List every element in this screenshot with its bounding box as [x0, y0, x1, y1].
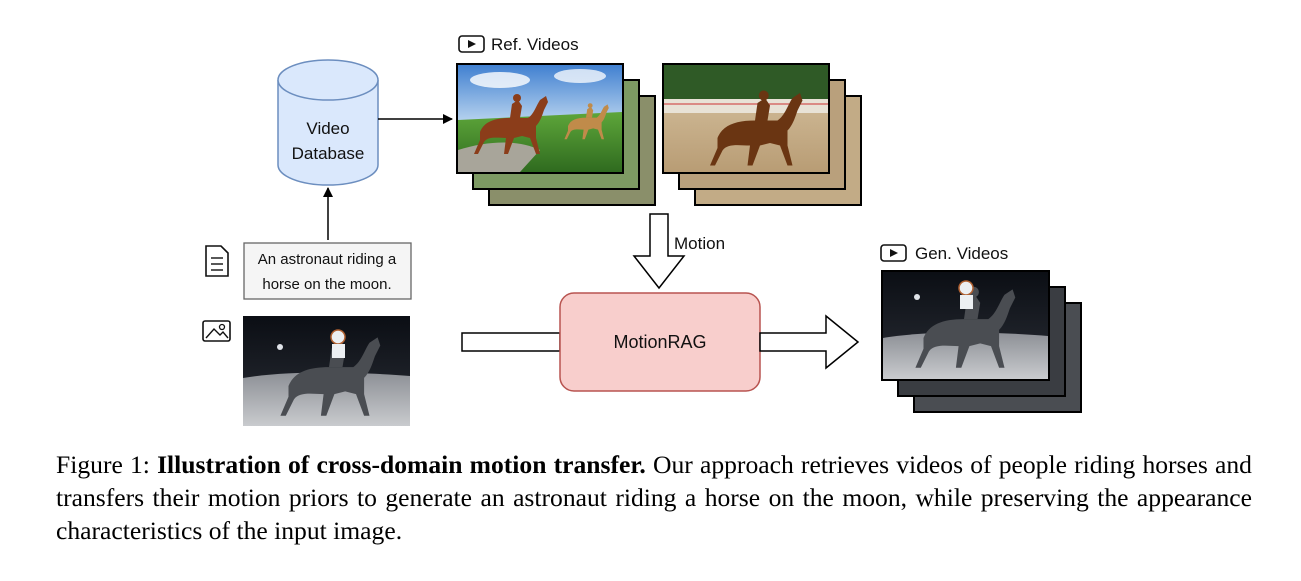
database-label-line2: Database	[292, 144, 365, 163]
document-icon	[205, 245, 229, 277]
video-play-icon	[458, 35, 485, 53]
caption-prefix: Figure 1:	[56, 450, 158, 479]
gen-video-frame	[881, 270, 1050, 381]
ref-video-stack-1	[456, 63, 656, 206]
motion-arrow	[632, 213, 686, 290]
input-arrow	[461, 332, 561, 352]
input-image	[243, 316, 410, 426]
motionrag-block: MotionRAG	[559, 292, 761, 392]
gen-videos-label: Gen. Videos	[915, 244, 1008, 263]
prompt-line2: horse on the moon.	[262, 276, 391, 293]
gen-video-stack	[881, 270, 1082, 413]
video-database-cylinder: Video Database	[277, 59, 379, 186]
motionrag-label: MotionRAG	[613, 332, 706, 352]
figure-diagram: Video Database Ref. Videos	[202, 35, 1082, 426]
video-play-icon	[880, 244, 907, 262]
caption-body: Our approach retrieves videos of people …	[56, 450, 1252, 545]
ref-video-stack-2	[662, 63, 862, 206]
prompt-line1: An astronaut riding a	[258, 251, 397, 268]
ref-videos-header: Ref. Videos	[458, 35, 579, 54]
ref-video-frame-arena	[662, 63, 830, 174]
motion-label: Motion	[674, 234, 725, 253]
output-arrow	[759, 314, 860, 370]
ref-videos-label: Ref. Videos	[491, 35, 579, 54]
ref-video-frame-outdoor	[456, 63, 624, 174]
figure-caption: Figure 1: Illustration of cross-domain m…	[56, 448, 1252, 547]
caption-bold-title: Illustration of cross-domain motion tran…	[157, 450, 646, 479]
image-icon	[202, 320, 231, 342]
text-prompt-box: An astronaut riding a horse on the moon.	[243, 242, 412, 300]
database-label-line1: Video	[306, 119, 349, 138]
gen-videos-header: Gen. Videos	[880, 244, 1008, 263]
